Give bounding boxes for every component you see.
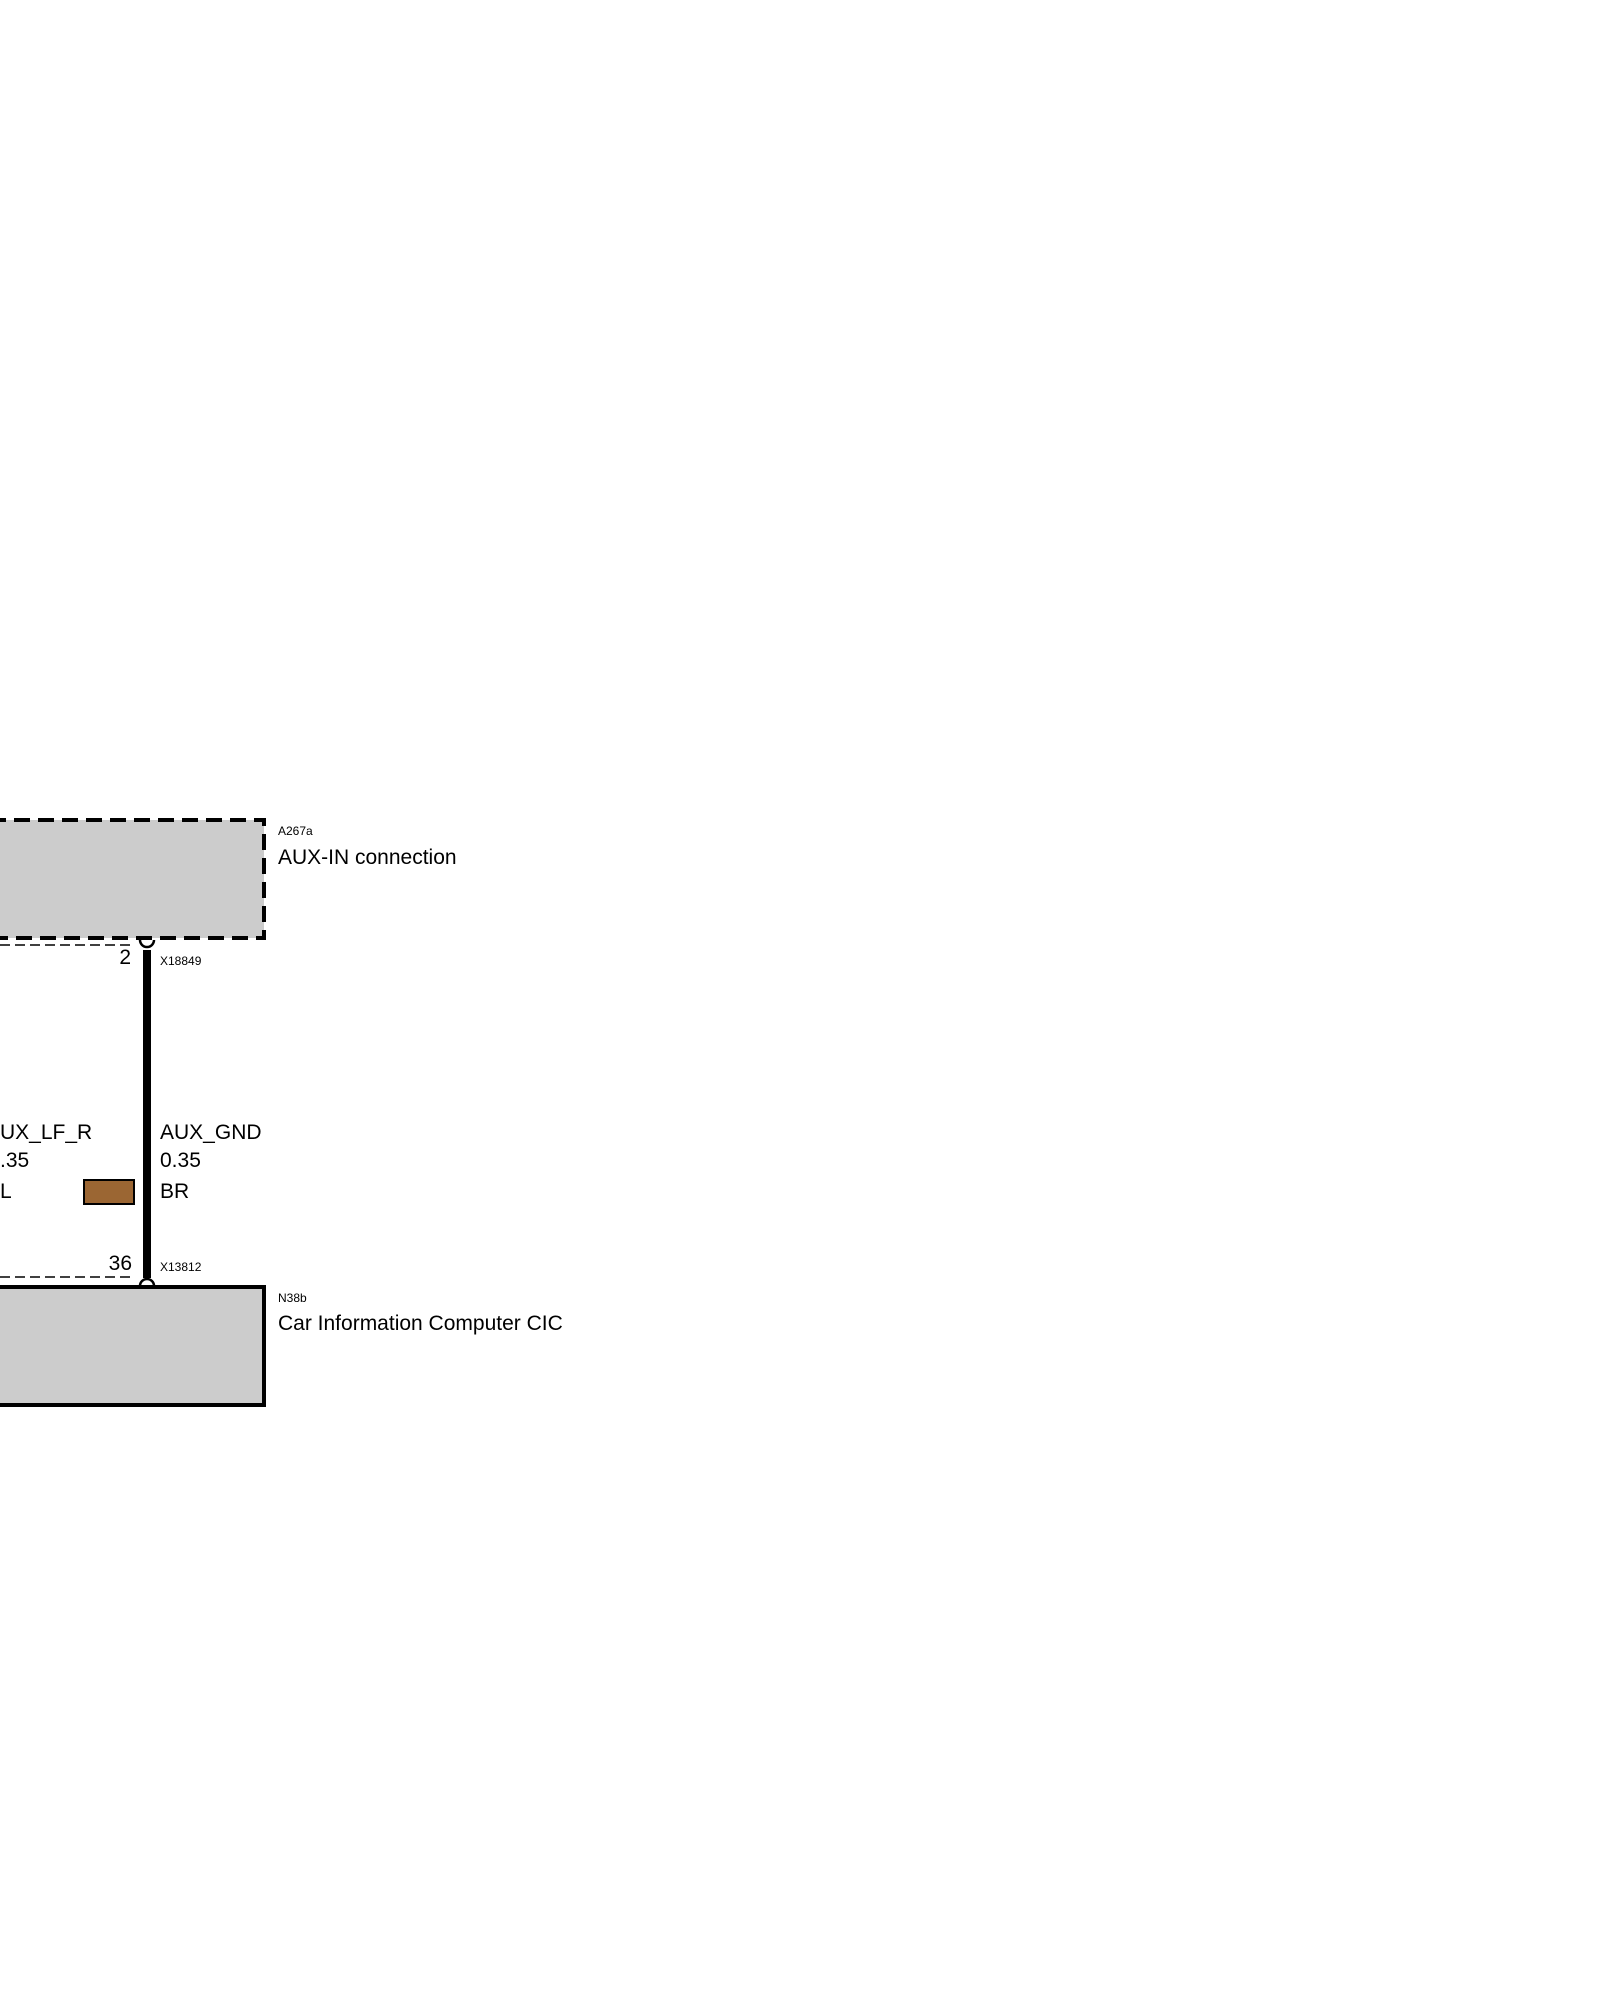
- aux-in-name: AUX-IN connection: [278, 846, 457, 869]
- aux-in-component: A267a AUX-IN connection: [0, 818, 457, 940]
- aux-gnd-signal: AUX_GND: [160, 1121, 262, 1144]
- connector-top-pin: 2: [119, 946, 131, 969]
- connector-bottom-id: X13812: [160, 1260, 202, 1274]
- connector-top-id: X18849: [160, 954, 202, 968]
- aux-gnd-color-code: BR: [160, 1180, 189, 1203]
- cic-component: N38b Car Information Computer CIC: [0, 1285, 563, 1407]
- connector-x13812: 36 X13812: [109, 1252, 202, 1287]
- aux-lf-r-signal: UX_LF_R: [0, 1121, 92, 1144]
- aux-gnd-wire-labels: AUX_GND 0.35 BR: [83, 1121, 262, 1205]
- aux-gnd-color-swatch: [83, 1179, 135, 1205]
- aux-lf-r-wire-labels: UX_LF_R .35 L: [0, 1121, 92, 1203]
- connector-bottom-socket: [138, 1277, 156, 1287]
- aux-in-box: [0, 818, 266, 940]
- cic-box: [0, 1285, 266, 1407]
- cic-name: Car Information Computer CIC: [278, 1312, 563, 1335]
- connector-x18849: 2 X18849: [119, 939, 202, 969]
- aux-in-code: A267a: [278, 824, 313, 838]
- aux-lf-r-color-code: L: [0, 1180, 12, 1203]
- connector-top-socket: [138, 939, 156, 949]
- connector-bottom-pin: 36: [109, 1252, 132, 1275]
- cic-code: N38b: [278, 1291, 307, 1305]
- aux-lf-r-gauge: .35: [0, 1149, 29, 1172]
- aux-gnd-gauge: 0.35: [160, 1149, 201, 1172]
